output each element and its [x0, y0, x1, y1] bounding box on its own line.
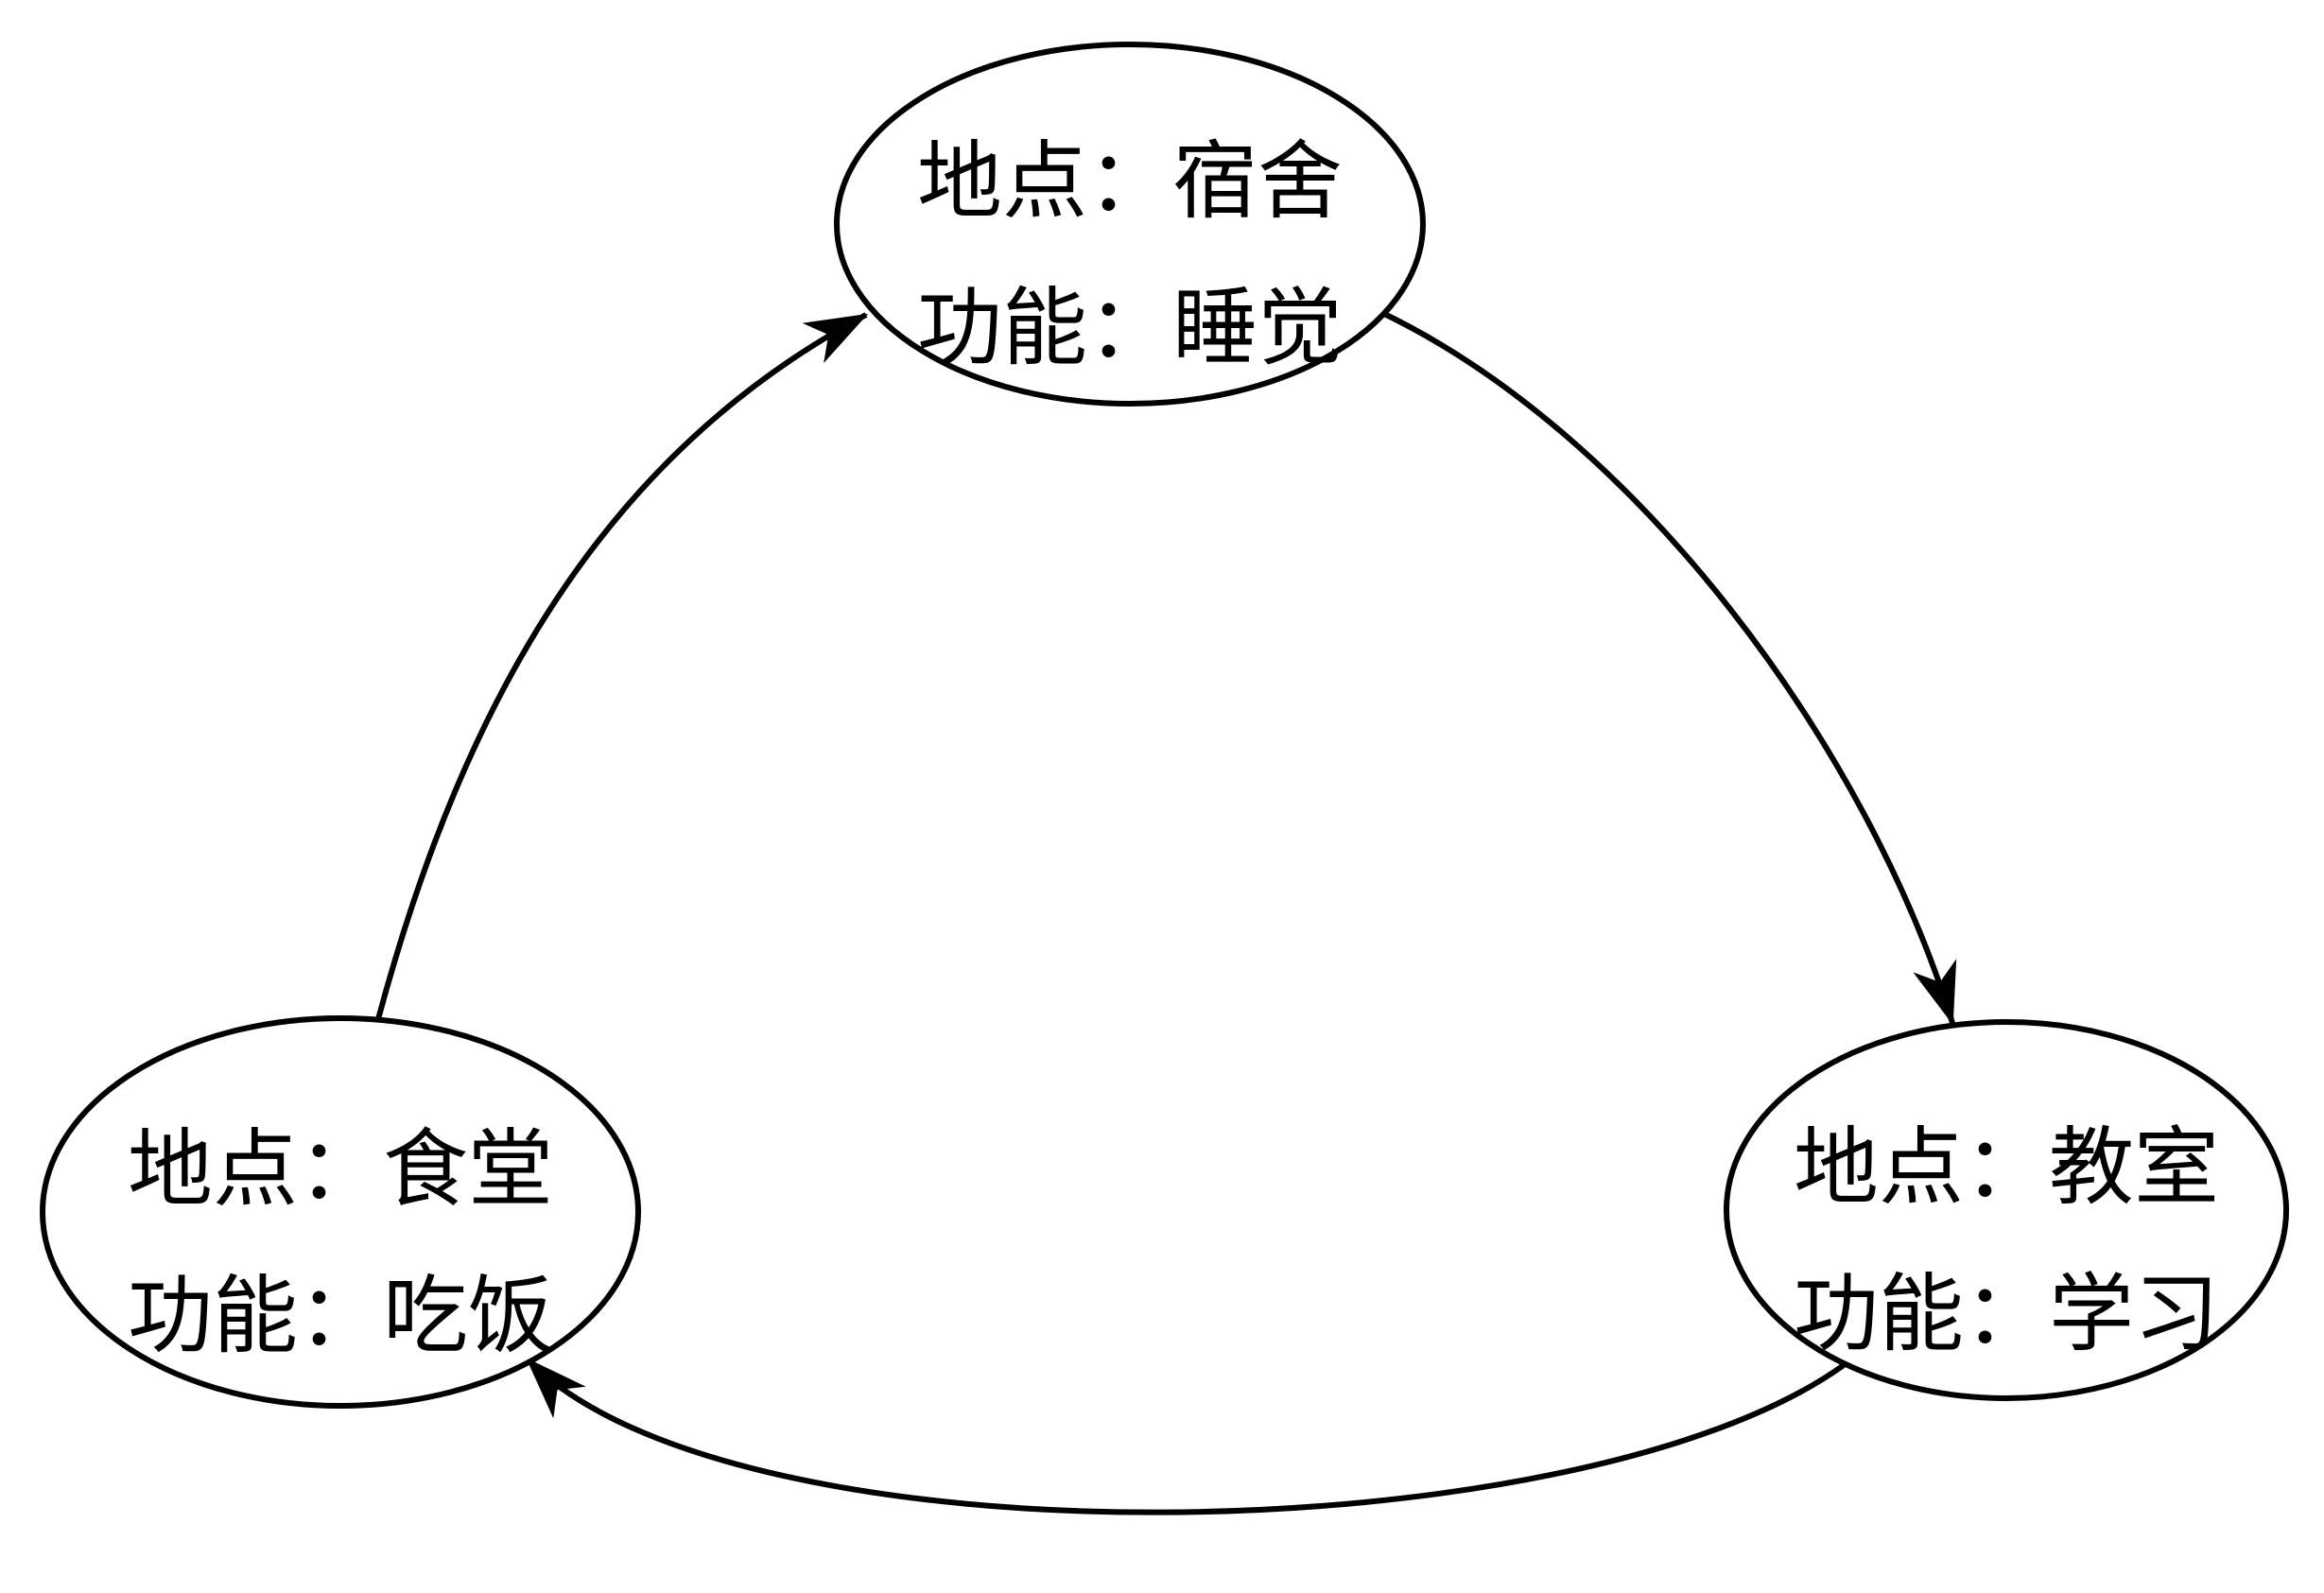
node-canteen: 地点：食堂 功能：吃饭	[40, 1015, 641, 1409]
node-classroom-ellipse	[1724, 1019, 2289, 1401]
edge-classroom-to-canteen-arrow	[525, 1357, 1846, 1515]
node-classroom: 地点：教室 功能：学习	[1724, 1019, 2289, 1401]
edge-canteen-to-dormitory-arrow	[375, 312, 869, 1020]
node-classroom-location-text: 地点：教室	[1794, 1118, 2219, 1218]
node-classroom-function-text: 功能：学习	[1794, 1265, 2219, 1364]
node-canteen-function-text: 功能：吃饭	[128, 1267, 553, 1366]
node-dormitory-location-text: 地点：宿舍	[917, 132, 1343, 232]
node-dormitory: 地点：宿舍 功能：睡觉	[834, 42, 1426, 407]
node-dormitory-function-text: 功能：睡觉	[917, 279, 1343, 378]
node-dormitory-ellipse	[834, 42, 1426, 407]
node-canteen-ellipse	[40, 1015, 641, 1409]
edge-dormitory-to-classroom-arrow	[1379, 309, 1957, 1026]
node-canteen-location-text: 地点：食堂	[128, 1120, 553, 1220]
